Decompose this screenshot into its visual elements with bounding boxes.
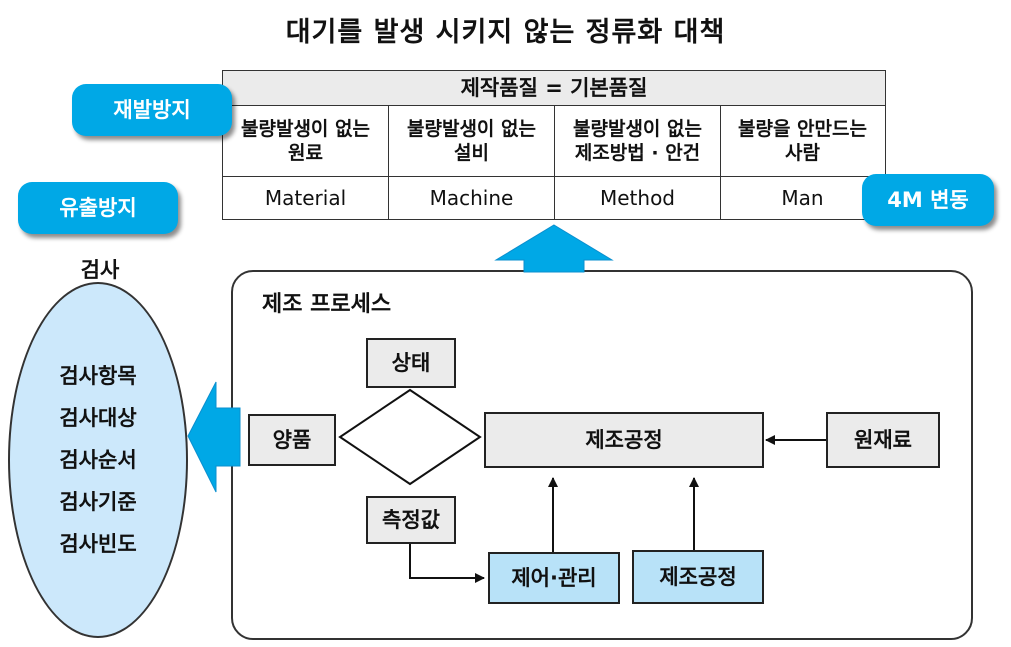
outflow-prevention-label: 유출방지 [18, 182, 178, 234]
inspection-item: 검사빈도 [59, 532, 137, 556]
four-m-name: Man [781, 186, 824, 210]
four-m-desc: 불량발생이 없는 원료 [223, 105, 388, 177]
four-m-header: 제작품질 = 기본품질 [223, 71, 885, 106]
inspection-item: 검사대상 [59, 406, 137, 430]
four-m-change-label: 4M 변동 [862, 174, 994, 226]
measured-value-box: 측정값 [366, 496, 456, 544]
inspection-item: 검사기준 [59, 490, 137, 514]
inspection-item: 검사항목 [59, 364, 137, 388]
process-title: 제조 프로세스 [262, 292, 392, 317]
left-arrow-icon [187, 381, 241, 493]
up-arrow-icon [494, 224, 614, 273]
inspection-ellipse [8, 282, 188, 638]
four-m-col-method: 불량발생이 없는 제조방법 · 안건 Method [555, 105, 721, 219]
control-management-box: 제어·관리 [488, 552, 620, 604]
manufacturing-process-box: 제조공정 [484, 412, 764, 468]
inspection-label: 검사 [80, 258, 120, 282]
inspection-item: 검사순서 [59, 448, 137, 472]
four-m-name: Machine [429, 186, 514, 210]
diagram-title: 대기를 발생 시키지 않는 정류화 대책 [285, 17, 726, 48]
four-m-col-material: 불량발생이 없는 원료 Material [223, 105, 389, 219]
recurrence-prevention-label: 재발방지 [72, 84, 232, 136]
four-m-col-man: 불량을 안만드는 사람 Man [721, 105, 884, 219]
four-m-desc: 불량발생이 없는 제조방법 · 안건 [555, 105, 720, 177]
good-product-box: 양품 [248, 414, 336, 466]
manufacturing-process-bottom-box: 제조공정 [632, 550, 764, 604]
decision-diamond [338, 388, 482, 486]
state-box: 상태 [366, 338, 456, 388]
four-m-name: Method [599, 186, 675, 210]
four-m-name: Material [264, 186, 347, 210]
measured-to-control-arrow [409, 543, 485, 583]
four-m-table: 제작품질 = 기본품질 불량발생이 없는 원료 Material 불량발생이 없… [222, 70, 886, 220]
four-m-desc: 불량발생이 없는 설비 [389, 105, 554, 177]
four-m-col-machine: 불량발생이 없는 설비 Machine [389, 105, 555, 219]
raw-material-box: 원재료 [826, 412, 940, 468]
four-m-desc: 불량을 안만드는 사람 [721, 105, 884, 177]
